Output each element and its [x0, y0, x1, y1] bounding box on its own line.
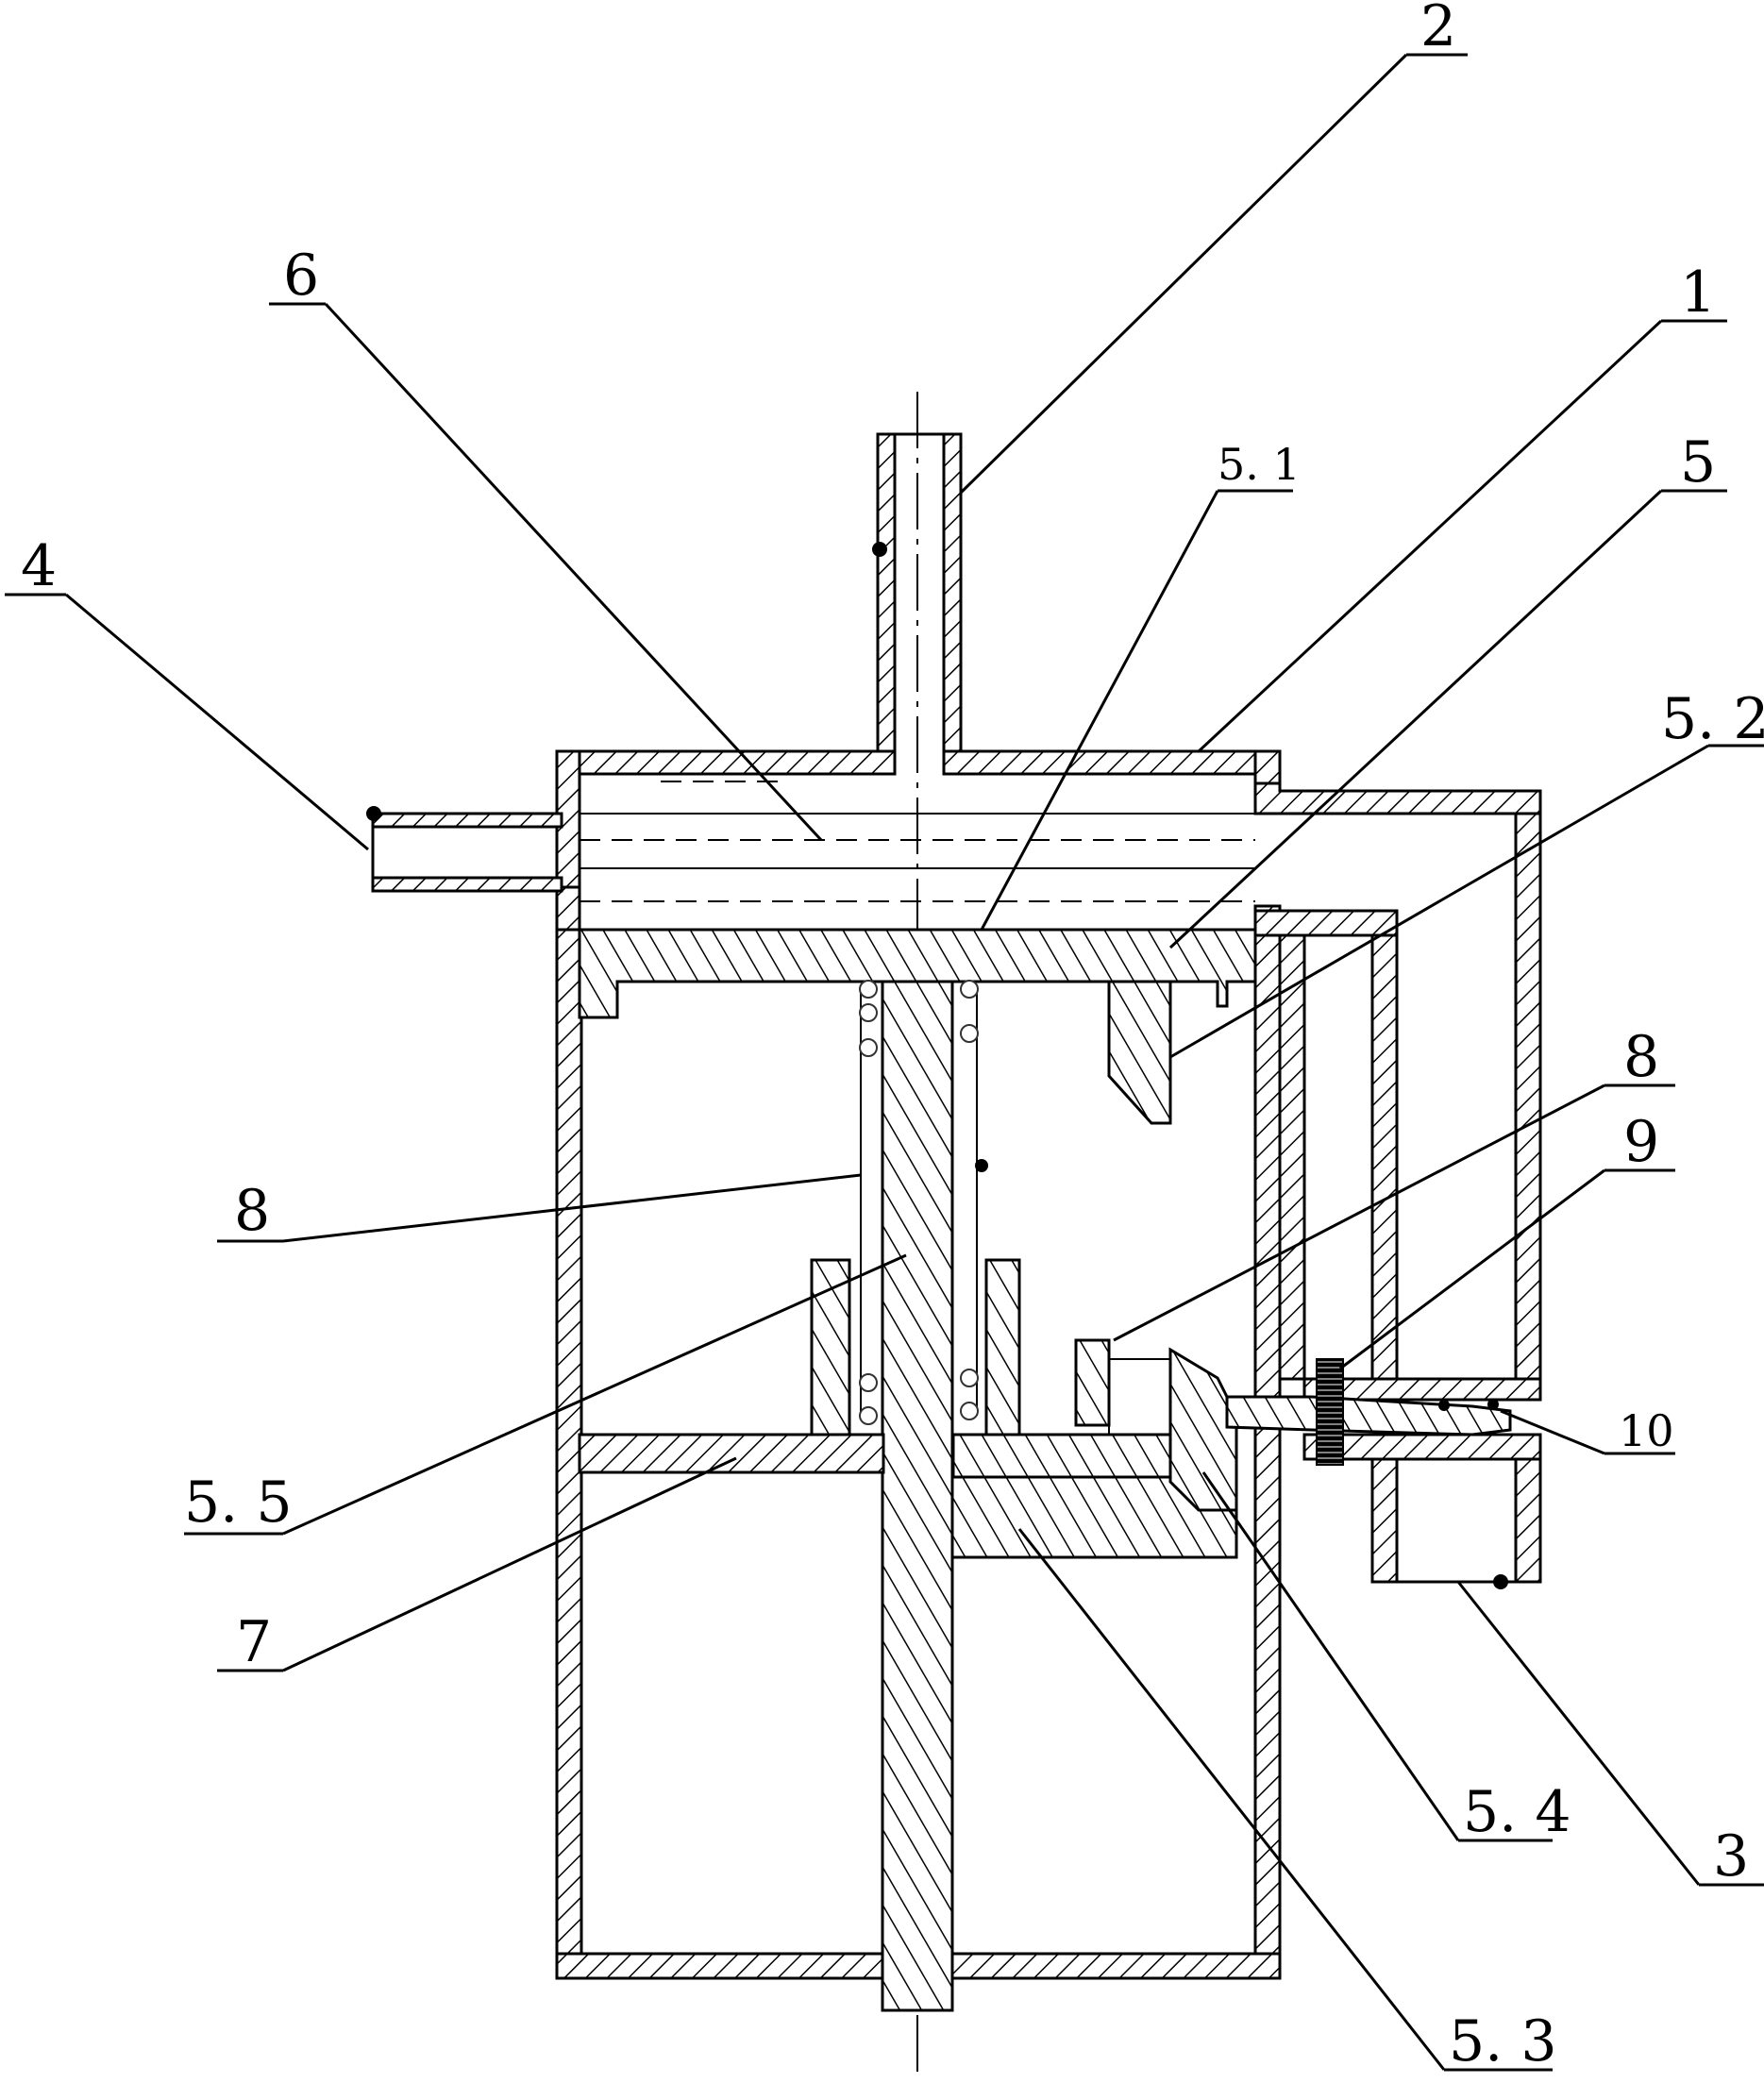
- label-1: 1: [1680, 260, 1716, 326]
- label-5-1: 5. 1: [1218, 439, 1301, 490]
- label-8-left: 8: [234, 1178, 270, 1244]
- filter-element: [580, 781, 1255, 902]
- piston-plate: [578, 928, 1257, 1125]
- label-8-right: 8: [1623, 1024, 1659, 1090]
- label-7: 7: [236, 1609, 272, 1675]
- label-3: 3: [1713, 1823, 1749, 1890]
- bypass-housing: [1253, 812, 1542, 1589]
- label-5-5: 5. 5: [184, 1470, 293, 1536]
- label-2: 2: [1420, 0, 1456, 59]
- inlet-pipe: [366, 806, 563, 893]
- leader-lines: [5, 53, 1764, 2072]
- label-6: 6: [283, 243, 319, 309]
- label-10: 10: [1619, 1405, 1674, 1456]
- label-9: 9: [1623, 1109, 1659, 1175]
- central-rod: [881, 980, 954, 2012]
- label-5: 5: [1680, 429, 1716, 496]
- spring-seat: [810, 1258, 1021, 1436]
- valve-seat: [1074, 1338, 1171, 1436]
- label-5-4: 5. 4: [1463, 1779, 1571, 1845]
- outlet-pipe: [872, 432, 963, 753]
- label-5-3: 5. 3: [1449, 2008, 1557, 2075]
- partition-plate: [578, 1433, 1238, 1479]
- label-4: 4: [21, 533, 57, 599]
- valve-needle: [1225, 1358, 1512, 1466]
- spring: [859, 980, 988, 1425]
- lever-arm: [950, 1347, 1238, 1559]
- label-5-2: 5. 2: [1661, 686, 1764, 752]
